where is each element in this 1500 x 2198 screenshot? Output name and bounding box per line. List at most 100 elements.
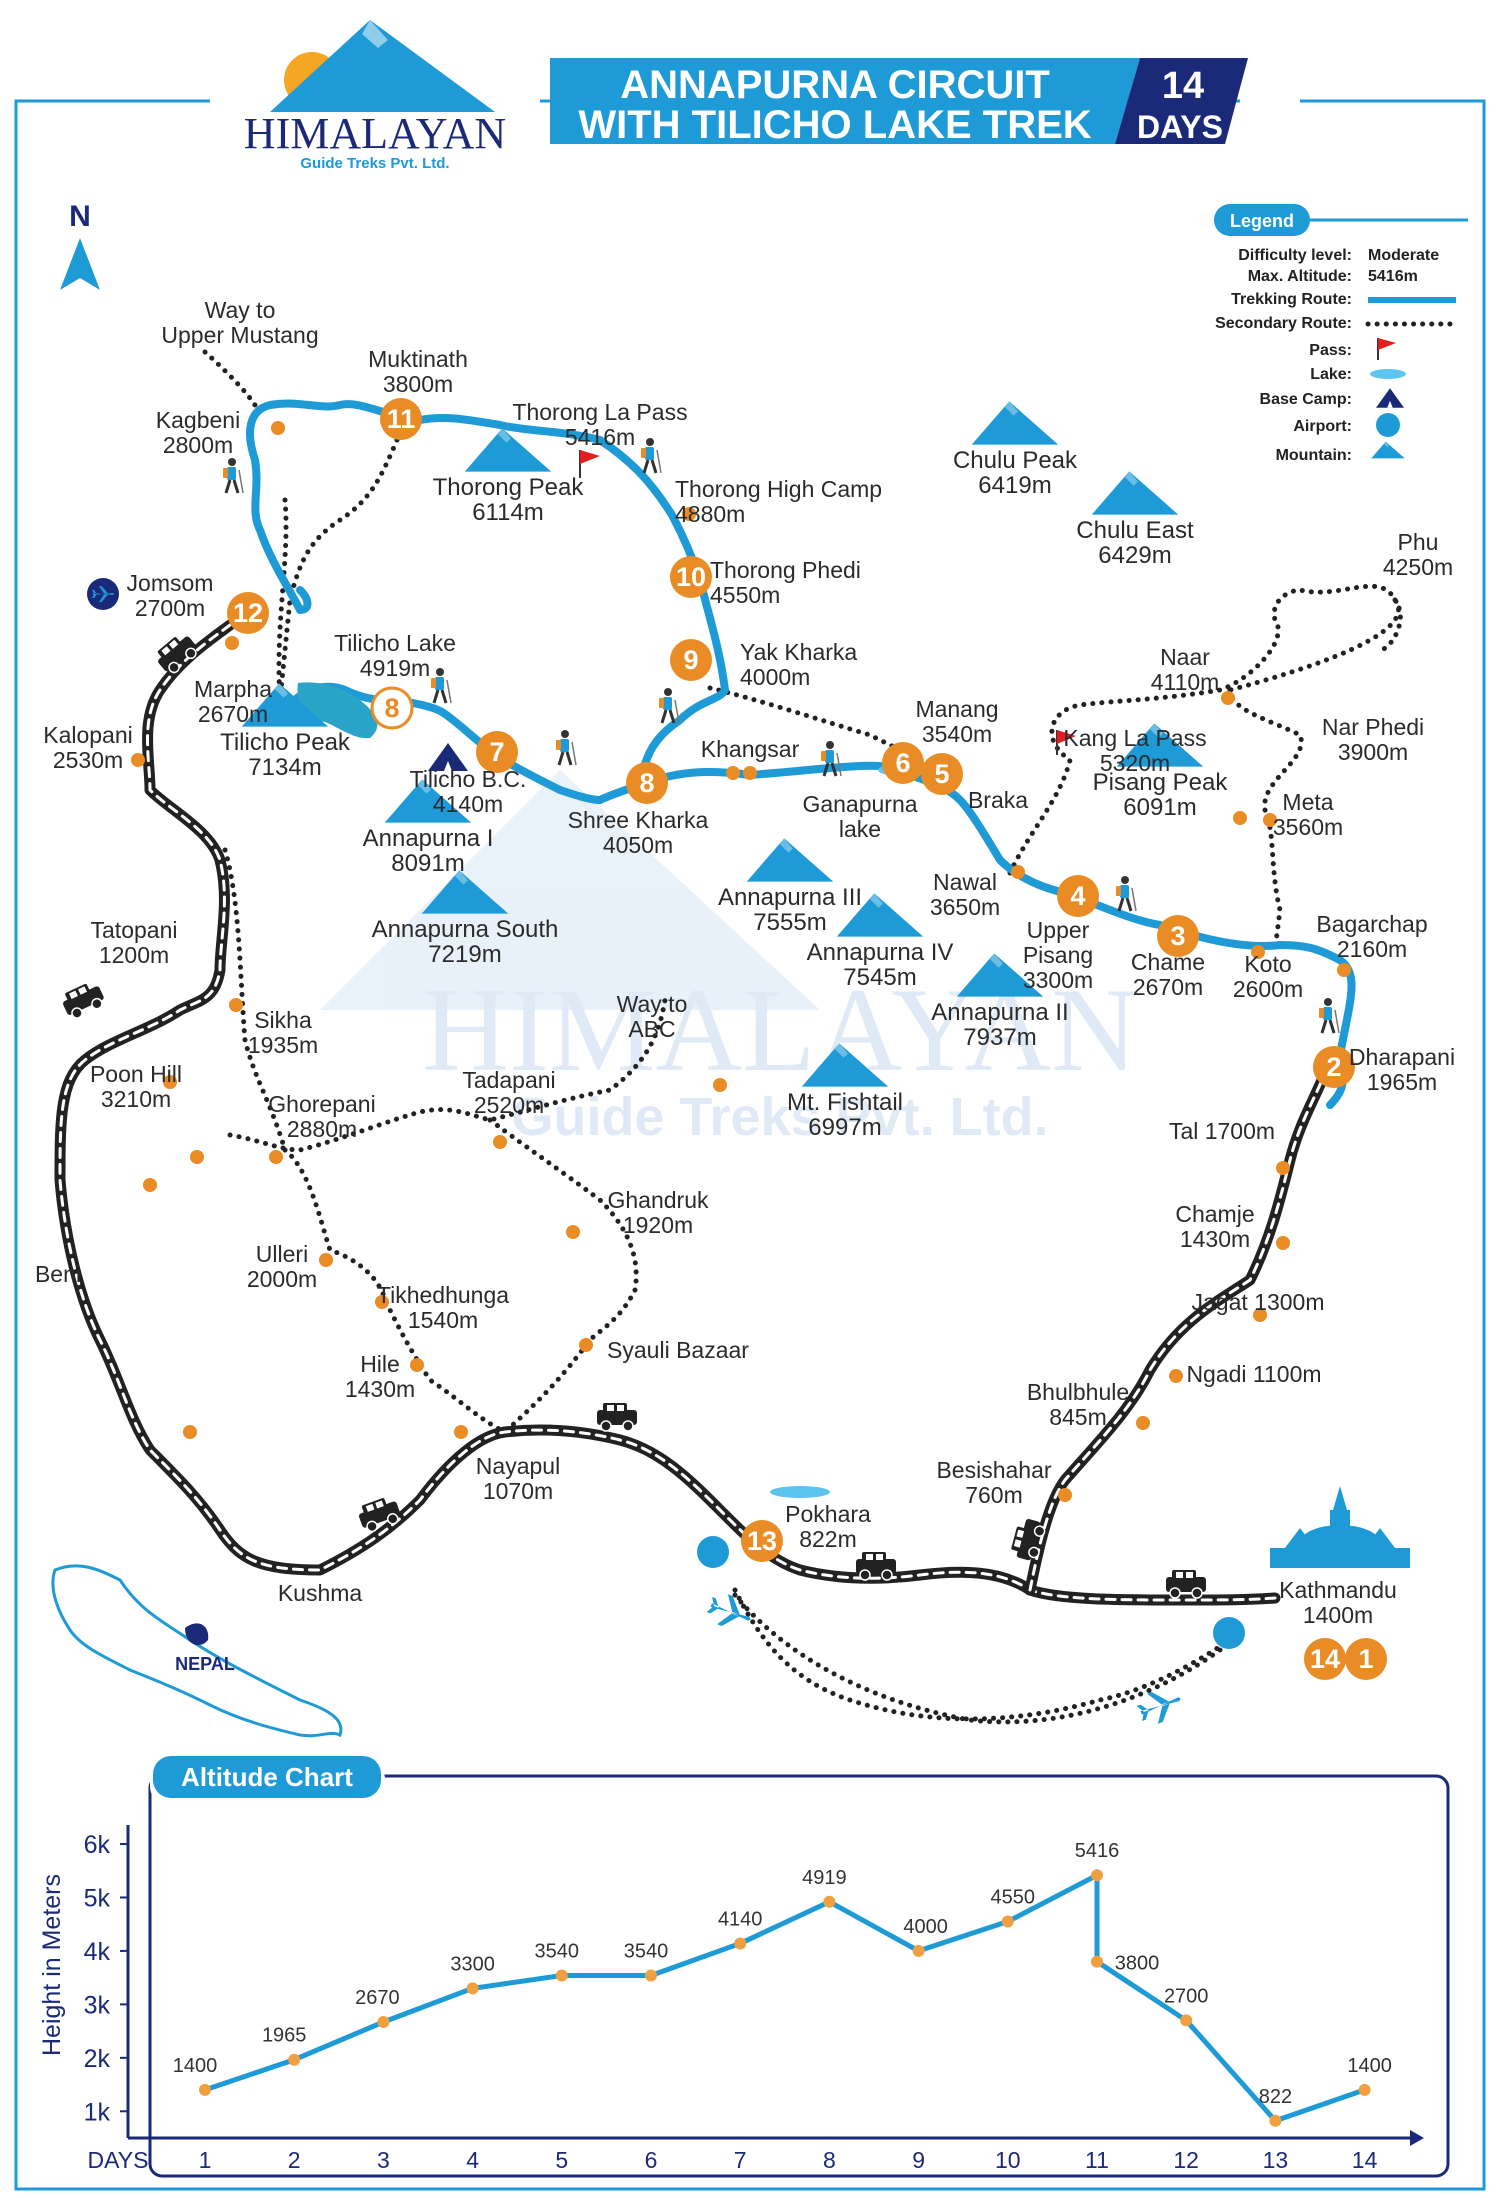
- svg-text:1: 1: [1358, 1644, 1373, 1674]
- chart-x-tick-label: 7: [734, 2147, 747, 2173]
- legend-title: Legend: [1230, 211, 1294, 231]
- waypoint-dot: [1337, 963, 1351, 977]
- waypoint-dot: [682, 507, 696, 521]
- waypoint-dot: [183, 1425, 197, 1439]
- watermark-subtitle: Guide Treks Pvt. Ltd.: [511, 1087, 1048, 1147]
- day-marker-7: 7: [476, 731, 518, 773]
- day-marker-4: 4: [1057, 875, 1099, 917]
- waypoint-dot: [1276, 1236, 1290, 1250]
- svg-text:8: 8: [384, 693, 399, 723]
- waypoint-dot: [1233, 811, 1247, 825]
- svg-text:2: 2: [1326, 1052, 1341, 1082]
- bus-icon: [1165, 1569, 1207, 1599]
- flight-path: [732, 1592, 1223, 1725]
- legend-difficulty-label: Difficulty level:: [1238, 247, 1352, 264]
- waypoint-dot: [143, 1178, 157, 1192]
- chart-point-label: 4140: [718, 1908, 763, 1930]
- chart-title: Altitude Chart: [181, 1762, 353, 1792]
- svg-text:13: 13: [747, 1526, 777, 1556]
- hiker-icon: [429, 666, 453, 705]
- chart-point-label: 5416: [1075, 1840, 1120, 1862]
- chart-point-label: 3540: [624, 1941, 669, 1963]
- chart-point: [377, 2016, 390, 2029]
- hiker-icon: [657, 686, 681, 725]
- chart-point-label: 1400: [173, 2055, 218, 2077]
- chart-point: [1269, 2114, 1282, 2127]
- waypoint-dot: [269, 1150, 283, 1164]
- mountain-icon-chulu-peak: [971, 401, 1059, 445]
- company-logo: HIMALAYAN Guide Treks Pvt. Ltd.: [244, 20, 506, 172]
- place-label-syauli: Syauli Bazaar: [607, 1337, 749, 1363]
- waypoint-dot: [229, 998, 243, 1012]
- day-marker-10: 10: [670, 556, 712, 598]
- chart-x-tick-label: 10: [995, 2147, 1021, 2173]
- chart-x-tick-label: 14: [1352, 2147, 1378, 2173]
- title-line-2: WITH TILICHO LAKE TREK: [578, 103, 1091, 147]
- waypoint-dot: [713, 1078, 727, 1092]
- waypoints: [131, 421, 1351, 1502]
- days-number: 14: [1162, 65, 1204, 107]
- legend-max-alt-value: 5416m: [1368, 268, 1418, 285]
- jeep-icon: [596, 1402, 638, 1432]
- stupa-icon: [1270, 1486, 1410, 1568]
- legend-lake-icon: [1370, 369, 1406, 379]
- pass-flag-icon: [1056, 730, 1076, 755]
- pokhara-lake: [770, 1486, 830, 1498]
- altitude-chart: Altitude Chart Height in Meters DAYS 1k2…: [38, 1756, 1450, 2178]
- day-marker-3: 3: [1157, 915, 1199, 957]
- chart-point: [288, 2053, 301, 2066]
- chart-x-tick-label: 11: [1085, 2147, 1109, 2173]
- waypoint-dot: [1251, 945, 1265, 959]
- legend-pass-flag-icon: [1377, 338, 1396, 360]
- place-label-braka: Braka: [968, 787, 1028, 813]
- mountain-icon-chulu-east: [1091, 471, 1179, 515]
- legend-secondary-route: Secondary Route:: [1215, 315, 1352, 332]
- chart-point: [1180, 2014, 1193, 2027]
- chart-title-badge: [153, 1756, 381, 1798]
- chart-x-label: DAYS: [88, 2147, 149, 2173]
- chart-x-tick-label: 6: [645, 2147, 658, 2173]
- brand-name: HIMALAYAN: [244, 109, 506, 158]
- chart-point: [823, 1895, 836, 1908]
- chart-y-tick-label: 5k: [84, 1884, 111, 1912]
- chart-x-tick-label: 8: [823, 2147, 836, 2173]
- place-label-tilicho-bc: Tilicho B.C.4140m: [410, 766, 527, 817]
- chart-x-tick-label: 13: [1263, 2147, 1289, 2173]
- svg-text:11: 11: [387, 404, 416, 434]
- legend-difficulty-value: Moderate: [1368, 247, 1439, 264]
- chart-point: [555, 1969, 568, 1982]
- chart-y-tick-label: 2k: [84, 2045, 111, 2073]
- legend-airport-icon: [1376, 413, 1400, 437]
- mountain-icon-thorong-peak: [464, 428, 552, 472]
- place-label-beni: Beni: [35, 1261, 81, 1287]
- chart-point-label: 1400: [1347, 2055, 1392, 2077]
- legend-trek-route: Trekking Route:: [1231, 291, 1352, 308]
- chart-y-tick-label: 6k: [84, 1831, 111, 1859]
- chart-y-tick-label: 3k: [84, 1991, 111, 2019]
- legend-mountain: Mountain:: [1276, 447, 1352, 464]
